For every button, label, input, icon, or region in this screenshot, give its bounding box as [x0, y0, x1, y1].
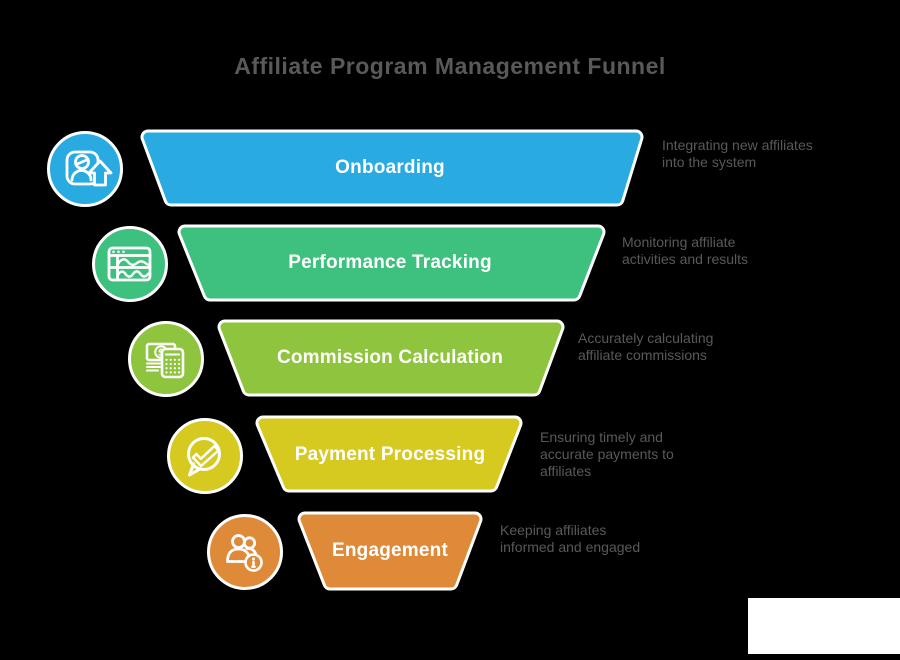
- analytics-window-icon: [92, 226, 168, 302]
- chat-check-icon: [167, 418, 243, 494]
- stage-bar-onboarding: [140, 129, 644, 207]
- users-info-icon: [207, 514, 283, 590]
- stage-bar-commission-calculation: [217, 319, 565, 397]
- stage-label-performance-tracking: Performance Tracking: [288, 252, 492, 273]
- stage-description-performance-tracking: Monitoring affiliate activities and resu…: [622, 234, 749, 267]
- stage-description-engagement: Keeping affiliates informed and engaged: [500, 522, 641, 555]
- money-calculator-icon: $: [128, 321, 204, 397]
- page-title: Affiliate Program Management Funnel: [234, 53, 666, 79]
- stage-bar-payment-processing: [255, 415, 523, 493]
- watermark-box: [748, 598, 900, 654]
- stage-description-onboarding: Integrating new affiliates into the syst…: [662, 137, 813, 170]
- stage-bar-engagement: [297, 511, 483, 591]
- stage-description-commission-calculation: Accurately calculating affiliate commiss…: [578, 330, 714, 363]
- stage-label-onboarding: Onboarding: [335, 157, 445, 178]
- stage-label-commission-calculation: Commission Calculation: [276, 347, 504, 368]
- stage-label-payment-processing: Payment Processing: [294, 444, 486, 465]
- stage-bar-performance-tracking: [177, 224, 606, 302]
- stage-description-payment-processing: Ensuring timely and accurate payments to…: [540, 429, 674, 479]
- user-card-upload-icon: [47, 131, 123, 207]
- stage-label-engagement: Engagement: [331, 540, 449, 561]
